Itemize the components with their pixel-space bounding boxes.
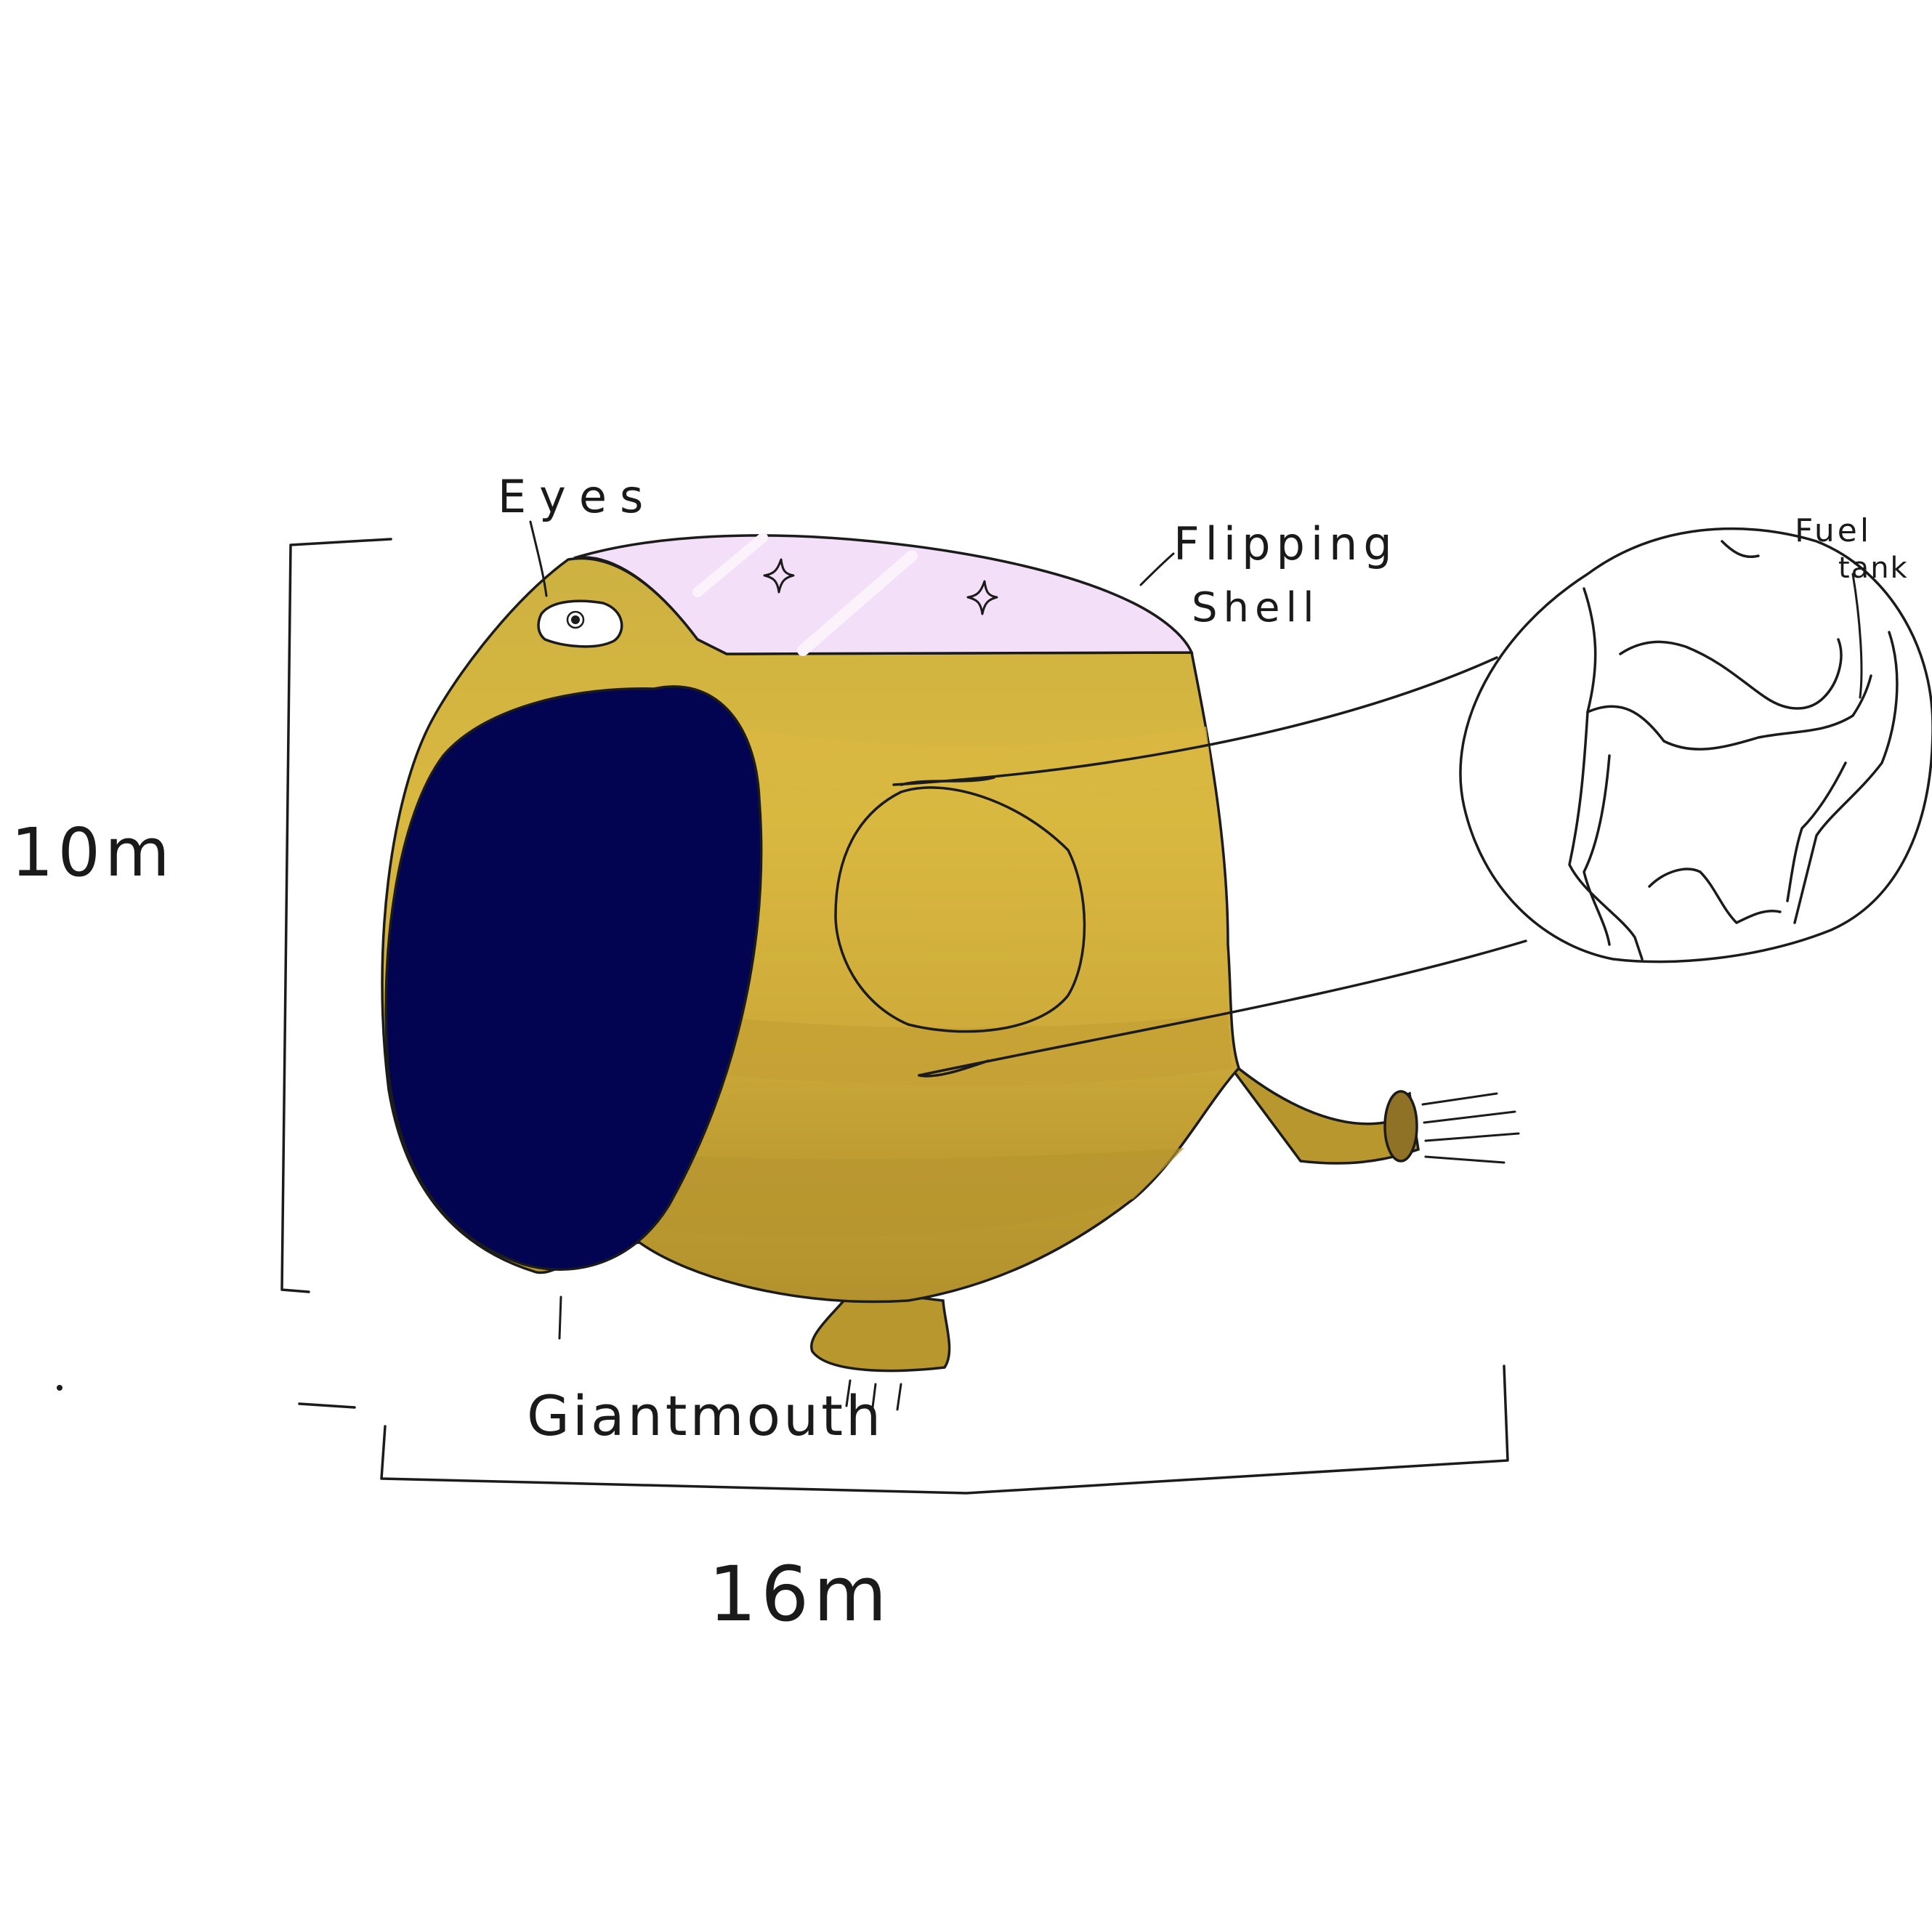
fuel-tank-detail [1787, 763, 1846, 901]
shell-leader [1141, 554, 1173, 585]
height-label: 10m [11, 814, 174, 892]
fuel-tank-detail [1722, 541, 1758, 557]
fuel-tank-detail [1649, 869, 1780, 923]
stray-dot [57, 1385, 62, 1391]
mouth-label: Giantmouth [527, 1383, 884, 1448]
fuel-label-line1: Fuel [1795, 512, 1872, 549]
fuel-label-line2: tank [1838, 551, 1909, 585]
body-band-3 [654, 1148, 1184, 1238]
height-bracket [282, 539, 391, 1292]
fuel-tank-detail [1588, 676, 1871, 749]
zoom-bubble [1460, 529, 1932, 962]
fuel-tank-detail [1584, 756, 1609, 945]
mouth-leader [559, 1297, 561, 1338]
fuel-tank-detail [1569, 589, 1642, 959]
pupil-icon [571, 615, 580, 624]
fuel-tank-detail [1620, 639, 1841, 708]
shell-label-line1: Flipping [1173, 517, 1398, 570]
eyes-label: Eyes [498, 470, 656, 523]
exhaust-lines [1423, 1094, 1519, 1163]
width-bracket-tick [299, 1404, 355, 1407]
fuel-leader [1853, 574, 1862, 698]
fuel-tank-detail [1795, 632, 1897, 923]
width-label: 16m [708, 1550, 892, 1638]
eye-icon [538, 601, 622, 647]
shell-label-line2: Shell [1192, 584, 1320, 631]
tail-nozzle [1385, 1091, 1417, 1161]
